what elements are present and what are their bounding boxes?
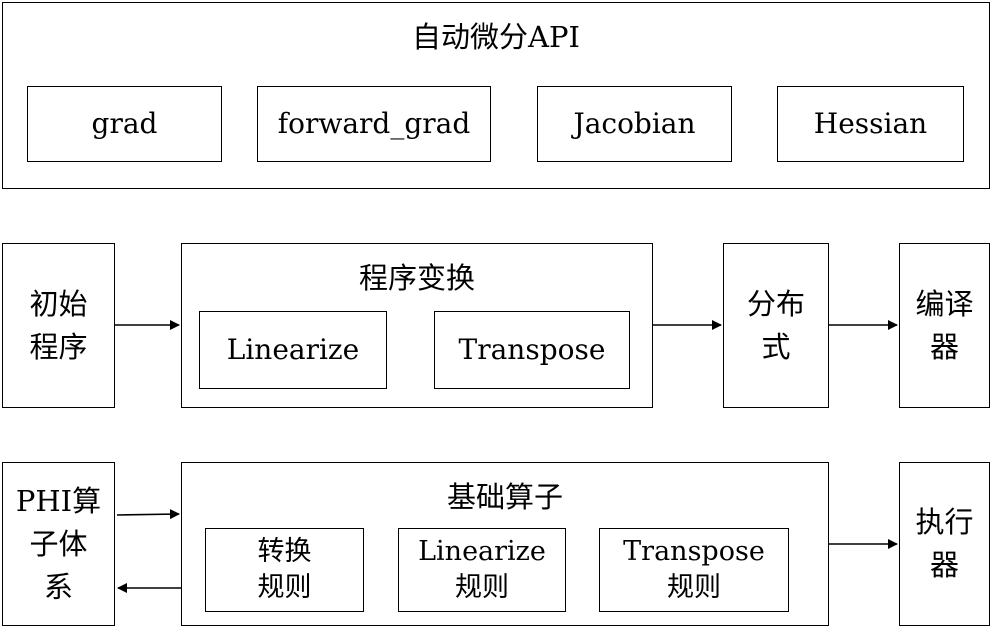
conversion-rules-label: 转换 规则 [257, 536, 312, 603]
forward-grad-box: forward_grad [257, 86, 491, 162]
program-transform-title: 程序变换 [358, 261, 475, 295]
jacobian-box: Jacobian [537, 86, 732, 162]
linearize-rules-box: Linearize 规则 [398, 528, 566, 612]
executor-box: 执行 器 [899, 462, 990, 626]
linearize-rules-label: Linearize 规则 [418, 536, 546, 603]
hessian-box: Hessian [777, 86, 964, 162]
jacobian-label: Jacobian [573, 107, 696, 140]
grad-label: grad [91, 107, 158, 140]
hessian-label: Hessian [813, 107, 928, 140]
transpose-label: Transpose [458, 333, 606, 366]
distributed-box: 分布 式 [723, 243, 829, 408]
transpose-rules-label: Transpose 规则 [623, 536, 765, 603]
initial-program-box: 初始 程序 [2, 243, 115, 408]
linearize-label: Linearize [226, 333, 360, 366]
compiler-box: 编译 器 [899, 243, 990, 408]
distributed-label: 分布 式 [746, 286, 805, 364]
basic-operators-title: 基础算子 [446, 480, 563, 514]
compiler-label: 编译 器 [915, 286, 974, 364]
linearize-box: Linearize [199, 311, 387, 389]
arrow-phi-to-basic-ops [116, 509, 180, 520]
conversion-rules-box: 转换 规则 [205, 528, 364, 612]
phi-operator-system-box: PHI算 子体 系 [2, 462, 115, 626]
transpose-box: Transpose [434, 311, 630, 389]
executor-label: 执行 器 [915, 505, 974, 582]
forward-grad-label: forward_grad [277, 107, 471, 140]
grad-box: grad [27, 86, 222, 162]
autodiff-api-title: 自动微分API [412, 20, 580, 54]
initial-program-label: 初始 程序 [29, 286, 88, 364]
transpose-rules-box: Transpose 规则 [599, 528, 789, 612]
phi-operator-system-label: PHI算 子体 系 [15, 483, 102, 604]
